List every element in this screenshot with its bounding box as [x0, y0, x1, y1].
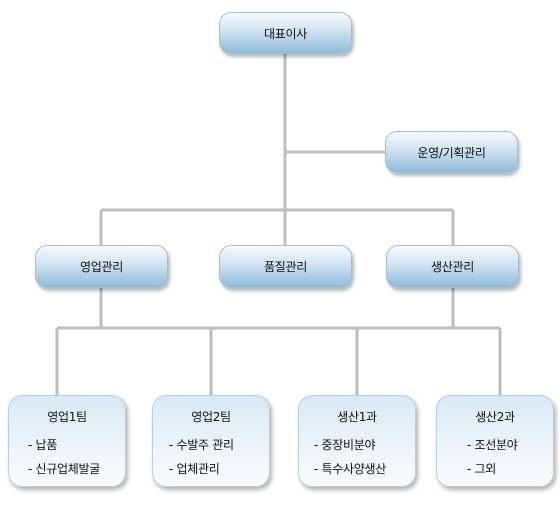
- team-item: - 중장비분야: [314, 438, 376, 452]
- dept-label: 영업관리: [80, 260, 123, 274]
- team-item: - 신규업체발굴: [28, 462, 100, 476]
- team-box-sales-1: 영업1팀 - 납품 - 신규업체발굴: [8, 395, 126, 487]
- ceo-box: 대표이사: [219, 12, 352, 54]
- team-name: 영업2팀: [191, 410, 231, 424]
- team-box-production-1: 생산1과 - 중장비분야 - 특수사양생산: [298, 395, 416, 487]
- staff-label: 운영/기획관리: [417, 145, 486, 160]
- dept-box-quality: 품질관리: [219, 245, 352, 288]
- team-name: 영업1팀: [47, 410, 87, 424]
- team-item: - 특수사양생산: [314, 462, 386, 476]
- team-item: - 납품: [28, 438, 58, 452]
- dept-box-sales: 영업관리: [35, 245, 168, 288]
- team-box-sales-2: 영업2팀 - 수발주 관리 - 업체관리: [152, 395, 270, 487]
- team-item: - 수발주 관리: [169, 438, 234, 452]
- dept-label: 품질관리: [264, 260, 307, 274]
- dept-box-production: 생산관리: [386, 245, 519, 288]
- staff-box-planning: 운영/기획관리: [385, 131, 518, 173]
- team-item: - 업체관리: [169, 462, 220, 476]
- team-box-production-2: 생산2과 - 조선분야 - 그외: [436, 395, 554, 487]
- team-item: - 그외: [467, 462, 497, 476]
- team-name: 생산2과: [475, 410, 515, 424]
- ceo-label: 대표이사: [264, 26, 307, 41]
- team-item: - 조선분야: [467, 438, 518, 452]
- team-name: 생산1과: [337, 410, 377, 424]
- dept-label: 생산관리: [431, 260, 474, 274]
